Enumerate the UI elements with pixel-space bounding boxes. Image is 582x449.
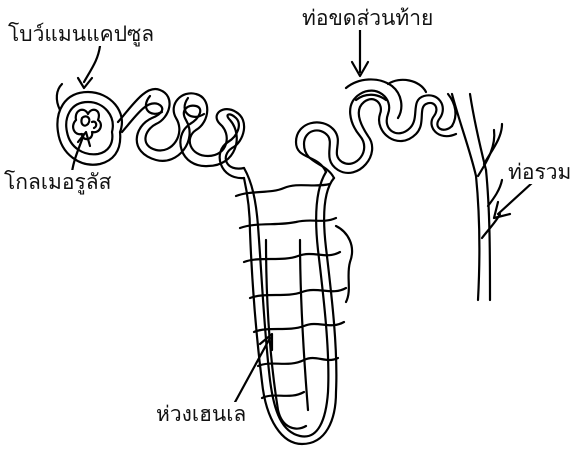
bowman-capsule-label: โบว์แมนแคปซูล xyxy=(6,22,156,46)
bowman-capsule-shape xyxy=(57,84,122,165)
loop-of-henle-label: ห่วงเฮนเล xyxy=(154,402,248,426)
distal-tubule xyxy=(296,79,456,178)
collecting-duct-label: ท่อรวม xyxy=(506,160,573,184)
distal-tubule-label: ท่อขดส่วนท้าย xyxy=(300,6,435,30)
proximal-tubule xyxy=(118,89,244,178)
collecting-duct-shape xyxy=(452,94,502,300)
label-arrows xyxy=(72,30,544,404)
loop-of-henle-shape xyxy=(236,168,352,444)
glomerulus-label: โกลเมอรูลัส xyxy=(2,170,113,194)
